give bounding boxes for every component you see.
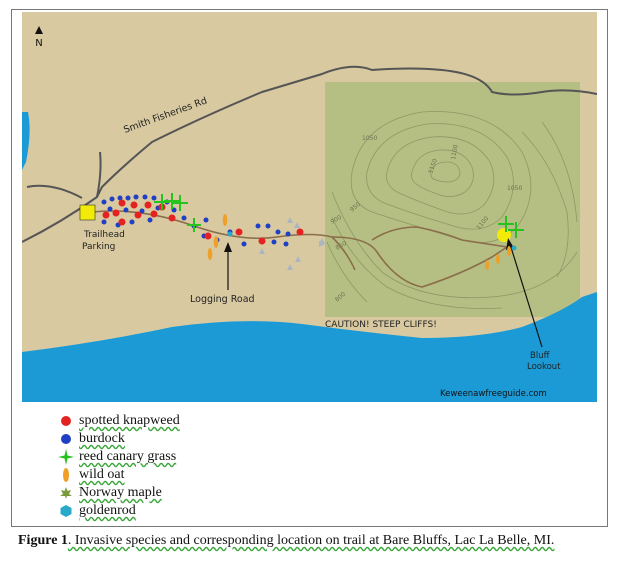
contour-label: 900 <box>330 214 344 226</box>
legend-label: burdock <box>79 431 125 446</box>
legend-item-reed-canary-grass: reed canary grass <box>55 448 176 466</box>
goldenrod-markers <box>227 231 517 251</box>
legend-label: reed canary grass <box>79 449 177 464</box>
trailhead-label-line1: Trailhead <box>83 230 125 240</box>
contour-label: 1050 <box>362 135 377 142</box>
knapweed-markers <box>102 199 304 245</box>
north-label: N <box>35 38 42 49</box>
logging-road-pointer <box>224 242 232 290</box>
smith-fisheries-road <box>22 65 597 243</box>
legend-label: spotted knapweed <box>79 413 180 428</box>
lookout-label-line1: Bluff <box>530 351 551 361</box>
lookout-label-line2: Lookout <box>527 362 561 372</box>
map-credit: Keweenawfreeguide.com <box>440 389 547 399</box>
contour-label: 1100 <box>450 144 460 160</box>
contour-label: 850 <box>335 240 349 252</box>
legend-label: Norway maple <box>79 485 162 500</box>
legend-item-norway-maple: Norway maple <box>55 484 162 502</box>
legend-item-spotted-knapweed: spotted knapweed <box>55 412 180 430</box>
blue-dot-icon <box>55 430 77 448</box>
legend-item-burdock: burdock <box>55 430 125 448</box>
figure-number: Figure 1 <box>18 533 68 548</box>
contour-label: 1050 <box>507 185 522 192</box>
trailhead-label-line2: Parking <box>82 242 115 252</box>
lake-bottom <box>22 292 597 402</box>
cyan-hexagon-icon <box>55 502 77 520</box>
wild-oat-markers <box>207 214 511 270</box>
norway-maple-markers <box>259 217 325 270</box>
side-road <box>96 151 102 198</box>
contour-label: 1150 <box>427 158 439 175</box>
green-cross-icon <box>55 448 77 466</box>
maple-leaf-icon <box>55 484 77 502</box>
caption-text: . Invasive species and corresponding loc… <box>67 533 555 548</box>
legend-item-wild-oat: wild oat <box>55 466 125 484</box>
logging-road-label: Logging Road <box>190 294 255 305</box>
caution-label: CAUTION! STEEP CLIFFS! <box>325 320 437 330</box>
burdock-markers <box>101 194 291 247</box>
orange-oval-icon <box>55 466 77 484</box>
trail-map: 1050 1150 1100 1050 900 950 850 800 1100… <box>22 12 597 402</box>
north-arrow: N <box>35 26 43 49</box>
bluff-lookout-marker <box>497 228 511 242</box>
legend-label: goldenrod <box>79 503 136 518</box>
legend-item-goldenrod: goldenrod <box>55 502 136 520</box>
lake-left <box>22 112 30 170</box>
topo-area <box>325 82 580 317</box>
legend-label: wild oat <box>79 467 125 482</box>
trailhead-marker <box>79 204 96 221</box>
reed-canary-grass-markers <box>154 193 524 238</box>
figure-caption: Figure 1. Invasive species and correspon… <box>18 533 554 549</box>
red-dot-icon <box>55 412 77 430</box>
roads <box>22 65 597 243</box>
left-road <box>26 184 83 199</box>
